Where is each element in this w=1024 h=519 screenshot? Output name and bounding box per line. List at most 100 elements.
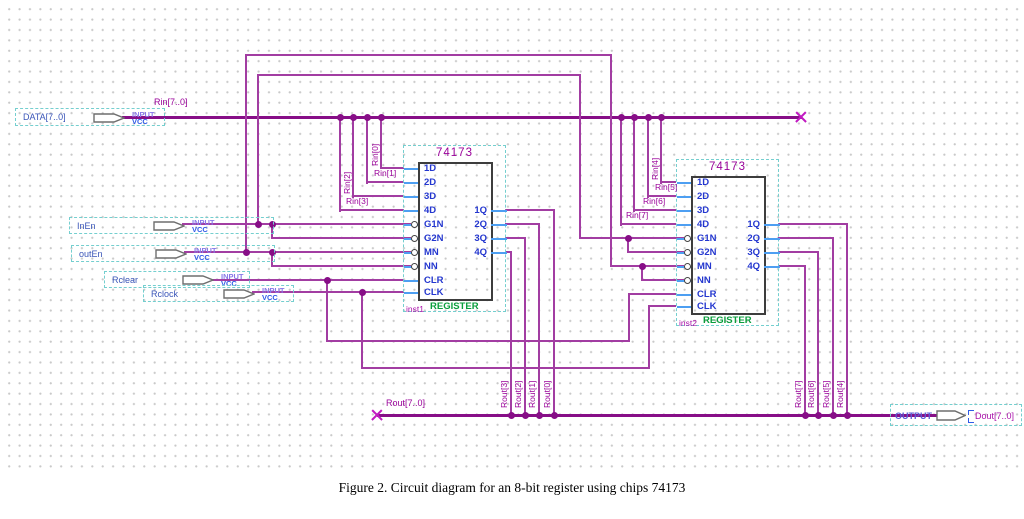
bus-label-rin: Rin[7..0] bbox=[154, 97, 188, 107]
pin-label-2q: 2Q bbox=[747, 233, 760, 244]
pin-label-4d: 4D bbox=[697, 219, 710, 230]
inversion-bubble-icon bbox=[411, 235, 418, 242]
pin-label-clr: CLR bbox=[424, 275, 444, 286]
pin-label-1d: 1D bbox=[424, 163, 437, 174]
pin-label-4q: 4Q bbox=[474, 247, 487, 258]
wire-inen bbox=[257, 74, 581, 76]
wire-rin2 bbox=[352, 117, 354, 198]
junction-dot bbox=[268, 220, 276, 228]
wire-rin5 bbox=[647, 117, 649, 198]
junction-dot bbox=[801, 411, 809, 419]
wire-outen bbox=[245, 54, 612, 56]
wire-outen bbox=[610, 265, 684, 267]
pin-label-1d: 1D bbox=[697, 177, 710, 188]
wire-inen bbox=[182, 223, 411, 225]
input-pin-icon bbox=[155, 249, 187, 259]
pin-type-label: OUTPUT bbox=[895, 411, 932, 421]
junction-dot bbox=[638, 262, 646, 270]
wire-rout6 bbox=[817, 251, 819, 416]
pin-stub bbox=[677, 210, 691, 212]
pin-stub bbox=[491, 210, 507, 212]
pin-stub bbox=[677, 306, 691, 308]
chip-part-number: 74173 bbox=[436, 147, 473, 159]
port-name: DATA[7..0] bbox=[23, 112, 66, 122]
wire-label-rout6: Rout[6] bbox=[806, 380, 816, 408]
pin-stub bbox=[764, 238, 780, 240]
wire-rout7 bbox=[778, 265, 806, 267]
wire-label-rout1: Rout[1] bbox=[527, 380, 537, 408]
pin-stub bbox=[404, 210, 418, 212]
pin-label-nn: NN bbox=[424, 261, 438, 272]
wire-rclock bbox=[361, 367, 650, 369]
pin-label-clr: CLR bbox=[697, 289, 717, 300]
pin-stub bbox=[677, 182, 691, 184]
pin-stub bbox=[677, 196, 691, 198]
wire-rclear bbox=[628, 295, 630, 342]
chip-inst2: 74173 1D 2D 3D 4D G1N G2N MN NN CLR CLK … bbox=[676, 159, 780, 328]
pin-label-3d: 3D bbox=[424, 191, 437, 202]
pin-label-2d: 2D bbox=[424, 177, 437, 188]
wire-inen bbox=[257, 74, 259, 225]
output-pin-icon bbox=[936, 410, 966, 421]
wire-rout3 bbox=[505, 251, 512, 253]
wire-rclock bbox=[361, 293, 363, 369]
inversion-bubble-icon bbox=[411, 249, 418, 256]
pin-label-1q: 1Q bbox=[474, 205, 487, 216]
wire-label-rout0: Rout[0] bbox=[542, 380, 552, 408]
pin-label-g1n: G1N bbox=[424, 219, 444, 230]
wire-rin0 bbox=[380, 117, 382, 169]
pin-label-mn: MN bbox=[424, 247, 439, 258]
pin-label-1q: 1Q bbox=[747, 219, 760, 230]
pin-stub bbox=[491, 238, 507, 240]
wire-rclear bbox=[211, 279, 404, 281]
chip-body bbox=[418, 162, 493, 301]
junction-dot bbox=[349, 113, 357, 121]
rin-bus-wire bbox=[122, 116, 802, 119]
wire-rout1 bbox=[538, 223, 540, 416]
wire-rout6 bbox=[778, 251, 819, 253]
junction-dot bbox=[254, 220, 262, 228]
junction-dot bbox=[550, 411, 558, 419]
pin-stub bbox=[404, 196, 418, 198]
wire-outen bbox=[641, 267, 643, 281]
pin-stub bbox=[491, 252, 507, 254]
wire-inen bbox=[579, 237, 684, 239]
pin-label-g1n: G1N bbox=[697, 233, 717, 244]
wire-rin6 bbox=[633, 117, 635, 212]
junction-dot bbox=[617, 113, 625, 121]
wire-outen bbox=[641, 279, 684, 281]
wire-rclear bbox=[326, 340, 630, 342]
pin-label-clk: CLK bbox=[424, 287, 444, 298]
junction-dot bbox=[644, 113, 652, 121]
pin-stub bbox=[764, 252, 780, 254]
inversion-bubble-icon bbox=[684, 249, 691, 256]
port-name: InEn bbox=[77, 221, 96, 231]
wire-label-rin7: Rin[7] bbox=[626, 210, 649, 220]
inversion-bubble-icon bbox=[684, 277, 691, 284]
chip-part-number: 74173 bbox=[709, 161, 746, 173]
wire-rclear bbox=[628, 293, 676, 295]
wire-inen bbox=[627, 239, 629, 253]
wire-label-rin4: Rin[4] bbox=[650, 157, 660, 180]
wire-outen bbox=[610, 54, 612, 267]
junction-dot bbox=[358, 288, 366, 296]
rout-bus-wire bbox=[377, 414, 938, 417]
junction-dot bbox=[535, 411, 543, 419]
pin-stub bbox=[404, 182, 418, 184]
junction-dot bbox=[630, 113, 638, 121]
junction-dot bbox=[521, 411, 529, 419]
wire-label-rout7: Rout[7] bbox=[793, 380, 803, 408]
pin-label-nn: NN bbox=[697, 275, 711, 286]
pin-stub bbox=[764, 224, 780, 226]
pin-label-3q: 3Q bbox=[474, 233, 487, 244]
port-name: Dout[7..0] bbox=[975, 411, 1015, 421]
chip-type-label: REGISTER bbox=[430, 301, 479, 312]
port-name: Rclear bbox=[112, 275, 139, 285]
wire-label-rin1: Rin[1] bbox=[374, 168, 397, 178]
